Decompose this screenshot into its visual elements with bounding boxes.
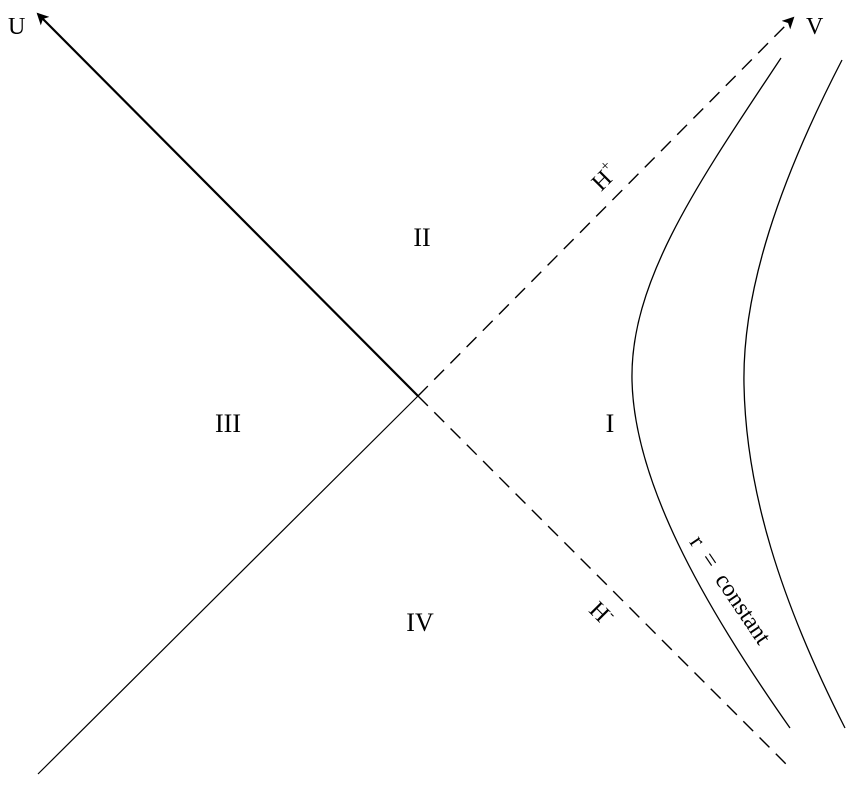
- svg-text:H-: H-: [584, 595, 620, 631]
- region-iii-label: III: [215, 409, 241, 438]
- region-i-label: I: [606, 409, 615, 438]
- u-axis: [36, 12, 419, 397]
- future-horizon-line: [417, 16, 795, 397]
- past-horizon-line: [417, 395, 793, 771]
- past-horizon-base: H: [584, 597, 615, 628]
- past-horizon-label: H-: [584, 595, 620, 631]
- svg-text:H+: H+: [585, 158, 624, 197]
- region-ii-label: II: [413, 223, 430, 252]
- region-iv-label: IV: [406, 608, 434, 637]
- r-constant-label: r = constant: [684, 531, 776, 650]
- r-constant-curve-outer: [743, 59, 846, 729]
- v-axis-label: V: [806, 14, 824, 40]
- r-constant-curve-inner: [631, 57, 791, 729]
- future-horizon-base: H: [587, 166, 618, 197]
- u-axis-label: U: [8, 14, 25, 40]
- svg-text:r = constant: r = constant: [684, 531, 776, 650]
- lower-left-null-line: [37, 395, 419, 775]
- future-horizon-label: H+: [585, 158, 624, 197]
